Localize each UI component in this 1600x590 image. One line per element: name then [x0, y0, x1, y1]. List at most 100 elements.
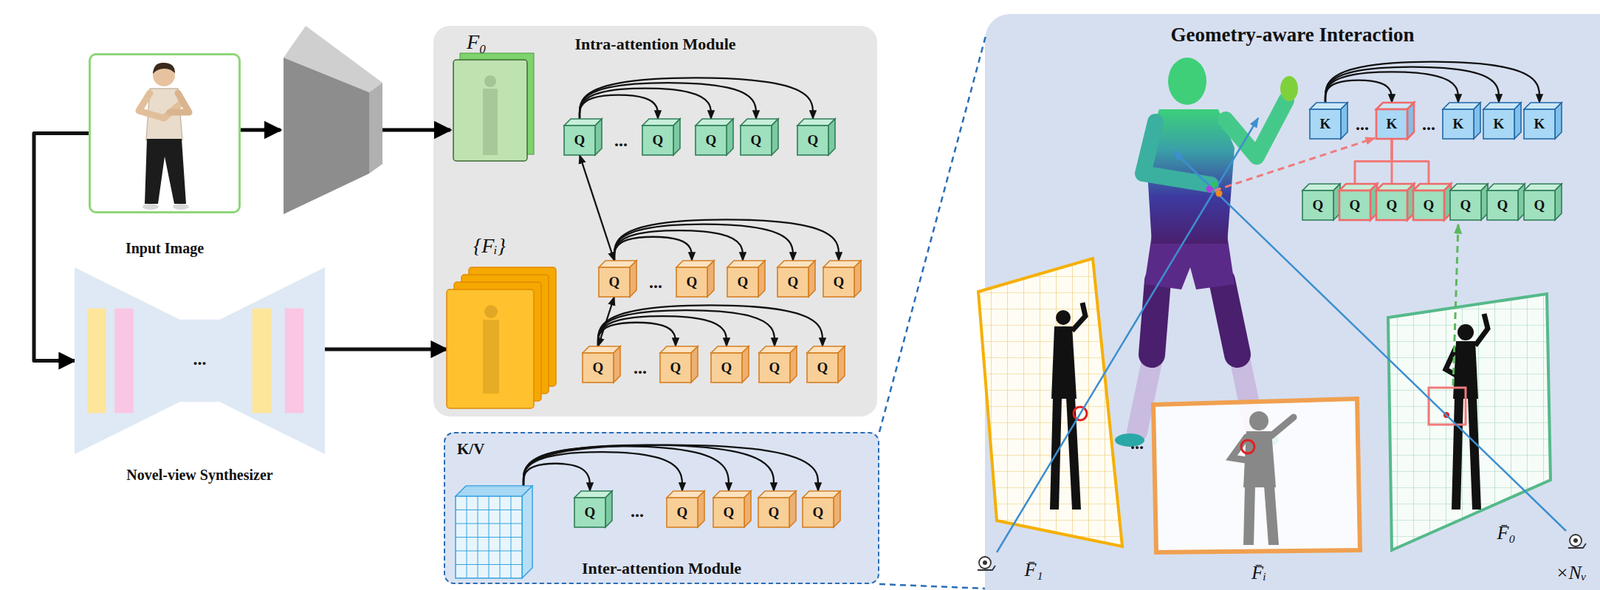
module-panel: Inter-attention ModuleK/VQQQQQ — [443, 431, 880, 585]
kv-grid: K/V — [455, 485, 533, 579]
token-cube: Q — [823, 260, 861, 297]
ellipsis-mark: ... — [193, 347, 207, 370]
left-image-plane — [1072, 302, 1086, 331]
token-cube: Q — [574, 491, 613, 528]
token-letter: Q — [833, 273, 845, 291]
token-cube: K — [1376, 102, 1414, 139]
image-caption: Input Image — [125, 239, 204, 257]
camera-icon — [1568, 534, 1586, 548]
token-cube: Q — [740, 118, 779, 156]
feature-map: F₀ — [453, 53, 534, 161]
ellipsis-mark: ... — [614, 129, 628, 152]
human-mesh — [1225, 100, 1287, 157]
middle-image-plane — [1231, 437, 1256, 462]
connector-arrow — [1354, 138, 1392, 184]
right-image-plane — [1388, 293, 1551, 551]
token-cube: Q — [582, 346, 621, 383]
ellipsis-mark: ... — [630, 500, 644, 523]
connector-arrow — [1325, 80, 1392, 103]
connector-arrow — [579, 155, 615, 261]
module-title: Inter-attention Module — [581, 558, 742, 579]
middle-image-plane — [1271, 417, 1294, 436]
token-letter: Q — [1497, 197, 1509, 215]
flow-arrow — [240, 129, 451, 131]
connector-arrow — [579, 95, 658, 119]
connector-arrow — [1391, 138, 1429, 184]
token-cube: Q — [713, 491, 751, 528]
right-image-plane — [1388, 293, 1551, 551]
connector-arrow — [614, 219, 839, 261]
token-cube: Q — [666, 491, 705, 528]
token-letter: Q — [1386, 197, 1398, 215]
connector-arrow — [523, 463, 590, 492]
module-panel: Intra-attention ModuleF₀{Fᵢ}QQQQQQQQQQQQ… — [433, 25, 878, 417]
connector-arrow — [614, 237, 692, 261]
module-title: Intra-attention Module — [574, 34, 736, 54]
panel-background — [433, 25, 878, 417]
input-person — [169, 93, 190, 113]
zoom-line — [879, 33, 987, 432]
token-letter: K — [1534, 115, 1546, 133]
token-letter: Q — [723, 504, 735, 522]
token-letter: Q — [574, 132, 586, 150]
connector-arrow — [1325, 62, 1540, 103]
token-letter: K — [1320, 115, 1332, 133]
projection-arrow — [1214, 138, 1375, 191]
token-cube: K — [1523, 102, 1562, 139]
right-image-plane — [1428, 387, 1466, 425]
token-letter: Q — [737, 273, 749, 291]
ellipsis-mark: ... — [633, 357, 647, 379]
left-image-plane — [978, 258, 1123, 547]
token-letter: Q — [592, 359, 604, 377]
synthesizer-block: Novel-view Synthesizer... — [74, 267, 325, 455]
module-title: Geometry-aware Interaction — [1170, 22, 1414, 47]
token-cube: Q — [564, 118, 602, 156]
camera-icon — [977, 556, 996, 571]
image-encoder — [283, 57, 370, 215]
human-mesh — [1280, 76, 1299, 102]
kv-label: K/V — [457, 440, 485, 459]
left-image-plane — [1051, 326, 1077, 399]
image-encoder — [369, 82, 383, 174]
token-cube: Q — [1339, 183, 1378, 221]
camera-ray — [1173, 151, 1567, 531]
block-label: Novel-view Synthesizer — [126, 465, 273, 484]
token-letter: Q — [769, 359, 781, 377]
math-symbol: F̄₀ — [1497, 521, 1516, 545]
middle-image-plane — [1264, 485, 1279, 545]
panel-background — [433, 14, 1600, 590]
token-cube: Q — [1413, 183, 1451, 221]
right-image-plane — [1467, 397, 1482, 510]
connector-arrow — [598, 316, 727, 347]
camera-ray — [996, 118, 1259, 553]
sample-point — [1211, 181, 1218, 188]
ellipsis-mark: ... — [1422, 113, 1436, 136]
left-image-plane — [978, 258, 1123, 547]
token-letter: Q — [705, 132, 717, 150]
connector-arrow — [598, 310, 775, 347]
connector-arrow — [598, 304, 823, 347]
camera-icon — [1569, 534, 1582, 547]
image-encoder — [283, 25, 383, 215]
left-image-plane — [978, 258, 1123, 547]
token-letter: Q — [609, 273, 621, 291]
token-letter: Q — [1534, 197, 1546, 215]
connector-arrow — [1325, 67, 1499, 103]
camera-icon — [1568, 543, 1586, 548]
connector-arrow — [598, 296, 615, 347]
token-letter: Q — [768, 504, 780, 522]
token-cube: Q — [758, 491, 796, 528]
token-letter: Q — [677, 504, 689, 522]
token-cube: Q — [598, 260, 637, 297]
kv-grid-outline — [455, 485, 533, 579]
middle-image-plane — [1243, 485, 1256, 545]
panel-background — [443, 431, 880, 585]
feature-label: F₀ — [466, 29, 487, 55]
token-cube: Q — [1523, 183, 1562, 221]
token-cube: Q — [1302, 183, 1341, 221]
right-image-plane — [1388, 293, 1551, 551]
human-mesh — [1168, 57, 1207, 105]
ellipsis-mark: ... — [1130, 432, 1144, 455]
middle-image-plane — [1249, 411, 1269, 431]
